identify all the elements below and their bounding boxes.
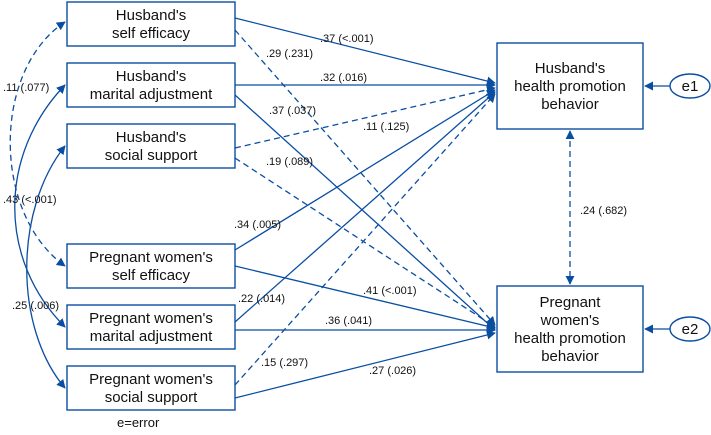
path-coefficient-wse-hhp: .34 (.005): [234, 219, 281, 231]
variable-label: marital adjustment: [90, 86, 213, 103]
correlation-arrow-hss-wss: [26, 145, 66, 389]
variable-label: self efficacy: [112, 267, 191, 284]
correlation-coefficient-hma-wma: .43 (<.001): [3, 194, 57, 206]
error-label-e1: e1: [682, 78, 699, 95]
edges-layer: [9, 17, 575, 399]
variable-label: health promotion: [514, 330, 626, 347]
correlation-coefficient-hss-wss: .25 (.006): [12, 300, 59, 312]
error-term-e2: e2: [644, 316, 711, 342]
variable-label: Pregnant women's: [89, 371, 213, 388]
path-coefficient-wss-whp: .27 (.026): [369, 365, 416, 377]
error-note: e=error: [117, 415, 160, 430]
path-coefficient-hma-hhp: .32 (.016): [320, 72, 367, 84]
path-coefficient-hse-whp: .29 (.231): [266, 48, 313, 60]
path-arrow-hma-whp: [234, 94, 496, 331]
path-coefficient-wma-hhp: .22 (.014): [238, 293, 285, 305]
correlation-arrow-hse-wse: [9, 21, 66, 267]
variable-label: behavior: [541, 348, 599, 365]
path-coefficient-wss-hhp: .15 (.297): [261, 357, 308, 369]
variable-label: behavior: [541, 96, 599, 113]
edge-labels-layer: .37 (<.001) .29 (.231) .32 (.016) .37 (.037…: [3, 33, 627, 377]
error-term-e1: e1: [644, 73, 711, 99]
path-arrow-wse-hhp: [234, 89, 496, 251]
variable-label: Husband's: [535, 60, 605, 77]
path-coefficient-hse-hhp: .37 (<.001): [320, 33, 374, 45]
path-arrow-hse-hhp: [234, 17, 496, 86]
variable-label: self efficacy: [112, 25, 191, 42]
error-label-e2: e2: [682, 321, 699, 338]
variable-label: social support: [105, 147, 198, 164]
variable-label: health promotion: [514, 78, 626, 95]
variable-label: Husband's: [116, 68, 186, 85]
path-arrow-hss-hhp: [234, 85, 496, 149]
path-coefficient-hma-whp: .37 (.037): [269, 105, 316, 117]
path-arrow-hse-whp: [234, 29, 496, 326]
path-arrow-wma-hhp: [234, 91, 496, 323]
variable-label: Pregnant: [540, 294, 602, 311]
path-coefficient-hss-hhp: .11 (.125): [363, 121, 409, 133]
variable-label: marital adjustment: [90, 328, 213, 345]
path-arrow-wse-whp: [234, 265, 496, 331]
path-arrow-wss-whp: [234, 330, 496, 399]
correlation-coefficient-hse-wse: .11 (.077): [3, 82, 49, 94]
path-arrow-hss-whp: [234, 157, 496, 328]
variable-label: Husband's: [116, 7, 186, 24]
path-coefficient-wse-whp: .41 (<.001): [363, 285, 417, 297]
variable-label: Pregnant women's: [89, 310, 213, 327]
correlation-coefficient-hhp-whp: .24 (.682): [580, 205, 627, 217]
variable-label: Pregnant women's: [89, 249, 213, 266]
correlation-arrow-hma-wma: [14, 84, 66, 328]
path-coefficient-wma-whp: .36 (.041): [325, 315, 372, 327]
path-arrow-wss-hhp: [234, 93, 496, 386]
path-coefficient-hss-whp: .19 (.089): [266, 156, 313, 168]
variable-label: women's: [540, 312, 600, 329]
variable-label: social support: [105, 389, 198, 406]
variable-label: Husband's: [116, 129, 186, 146]
